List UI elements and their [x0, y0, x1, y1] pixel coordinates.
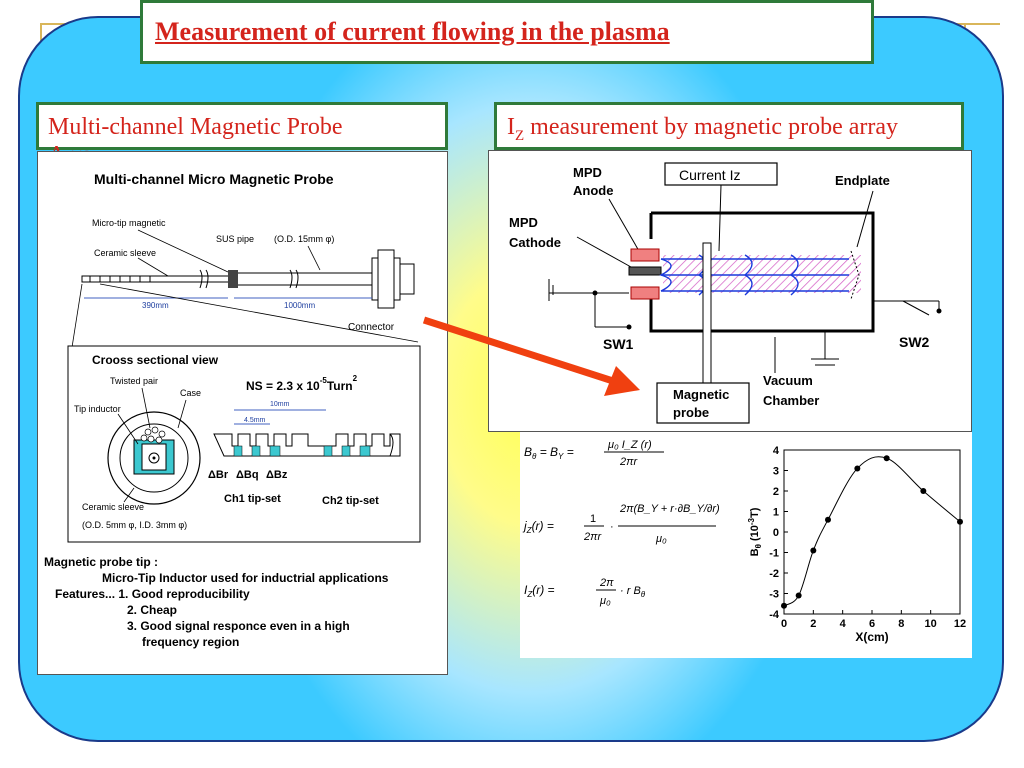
label-case: Case [180, 388, 201, 398]
svg-text:2π(B_Y + r·∂B_Y/∂r): 2π(B_Y + r·∂B_Y/∂r) [619, 503, 720, 515]
title-box: Measurement of current flowing in the pl… [140, 0, 874, 64]
plot-area [783, 449, 961, 615]
data-point [854, 465, 861, 472]
label-dbz: ΔBz [266, 469, 288, 481]
svg-text:μ₀: μ₀ [655, 533, 667, 545]
y-tick-label: -4 [769, 609, 780, 621]
y-tick-label: -3 [769, 589, 779, 601]
note-line-1: Magnetic probe tip : [44, 555, 158, 569]
ns-label: NS = 2.3 x 10-5Turn2 [246, 374, 358, 393]
series-line [783, 456, 961, 607]
probe-drawing: Multi-channel Micro Magnetic Probe Micro… [67, 171, 421, 543]
svg-text:· r Bθ: · r Bθ [620, 585, 646, 599]
y-tick-label: 0 [773, 527, 779, 539]
label-vacuum-1: Vacuum [763, 373, 813, 388]
label-ch1: Ch1 tip-set [224, 493, 281, 505]
data-point [795, 592, 802, 599]
x-tick-label: 8 [898, 618, 904, 630]
dim-45mm: 4.5mm [244, 417, 266, 424]
svg-text:2π: 2π [599, 577, 614, 589]
svg-text:μ₀: μ₀ [599, 595, 611, 607]
device-drawing: MPD Anode MPD Cathode Current Iz Endplat… [509, 162, 942, 424]
device-panel: MPD Anode MPD Cathode Current Iz Endplat… [488, 150, 972, 432]
left-header-box [36, 102, 448, 150]
label-ceramic-sleeve-2: Ceramic sleeve [82, 502, 144, 512]
x-tick-label: 12 [954, 618, 966, 630]
label-magnetic-2: probe [673, 405, 709, 420]
note-line-4: 2. Cheap [127, 603, 178, 617]
probe-title: Multi-channel Micro Magnetic Probe [94, 171, 334, 187]
formula-chart-panel: Bθ = BY = μ₀ I_Z (r) 2πr jZ(r) = 1 2πr ·… [520, 432, 972, 658]
label-sw2: SW2 [899, 334, 930, 350]
x-tick-label: 10 [925, 618, 937, 630]
y-tick-label: 4 [773, 445, 780, 457]
x-tick-label: 2 [810, 618, 816, 630]
svg-text:Bθ = BY =: Bθ = BY = [524, 445, 574, 461]
label-current: Current Iz [679, 167, 740, 183]
x-tick-label: 6 [869, 618, 875, 630]
svg-text:1: 1 [590, 513, 596, 525]
data-point [781, 602, 787, 609]
y-axis-label: Bθ (10-3T) [747, 507, 763, 556]
label-endplate: Endplate [835, 173, 890, 188]
y-tick-label: -1 [769, 548, 779, 560]
note-line-3: Features... 1. Good reproducibility [55, 587, 250, 601]
note-line-2: Micro-Tip Inductor used for inductrial a… [102, 571, 389, 585]
label-twisted-pair: Twisted pair [110, 376, 158, 386]
label-vacuum-2: Chamber [763, 393, 819, 408]
label-mpd-anode-2: Anode [573, 183, 613, 198]
label-dbq: ΔBq [236, 469, 259, 481]
slide-title: Measurement of current flowing in the pl… [155, 17, 670, 46]
note-line-5: 3. Good signal responce even in a high [127, 619, 350, 633]
data-point [883, 455, 890, 462]
label-sus-pipe: SUS pipe [216, 234, 254, 244]
label-ceramic-sleeve: Ceramic sleeve [94, 248, 156, 258]
right-header-box: IZ measurement by magnetic probe array [494, 102, 964, 150]
dim-1000: 1000mm [284, 301, 315, 310]
cross-title: Crooss sectional view [92, 353, 219, 367]
svg-text:IZ(r) =: IZ(r) = [524, 583, 555, 599]
label-tip-inductor: Tip inductor [74, 404, 121, 414]
dim-10mm: 10mm [270, 401, 290, 408]
x-tick-label: 4 [840, 618, 847, 630]
svg-text:2πr: 2πr [619, 456, 638, 468]
svg-text:·: · [610, 521, 614, 533]
y-tick-label: -2 [769, 568, 779, 580]
label-mpd-anode-1: MPD [573, 165, 602, 180]
data-point [920, 488, 927, 494]
label-mpd-cathode-1: MPD [509, 215, 538, 230]
label-ch2: Ch2 tip-set [322, 495, 379, 507]
label-magnetic-1: Magnetic [673, 387, 729, 402]
probe-panel: Multi-channel Micro Magnetic Probe Micro… [37, 151, 448, 675]
label-connector: Connector [348, 322, 395, 333]
x-axis-label: X(cm) [855, 630, 888, 644]
formula-image: Bθ = BY = μ₀ I_Z (r) 2πr jZ(r) = 1 2πr ·… [522, 439, 720, 607]
label-od5: (O.D. 5mm φ, I.D. 3mm φ) [82, 520, 187, 530]
svg-text:μ₀ I_Z (r): μ₀ I_Z (r) [607, 439, 652, 451]
x-tick-label: 0 [781, 618, 787, 630]
label-micro-tip: Micro-tip magnetic [92, 218, 166, 228]
label-dbr: ΔBr [208, 469, 229, 481]
y-tick-label: 1 [773, 507, 779, 519]
y-tick-label: 2 [773, 486, 779, 498]
label-od15: (O.D. 15mm φ) [274, 234, 334, 244]
data-point [825, 516, 831, 523]
right-header-text: IZ measurement by magnetic probe array [507, 114, 899, 144]
label-sw1: SW1 [603, 336, 634, 352]
svg-text:2πr: 2πr [583, 531, 602, 543]
data-point [957, 518, 963, 525]
dim-390: 390mm [142, 301, 169, 310]
svg-text:jZ(r) =: jZ(r) = [522, 519, 554, 535]
label-mpd-cathode-2: Cathode [509, 235, 561, 250]
note-line-6: frequency region [142, 635, 240, 649]
data-point [810, 547, 817, 554]
y-tick-label: 3 [773, 466, 779, 478]
